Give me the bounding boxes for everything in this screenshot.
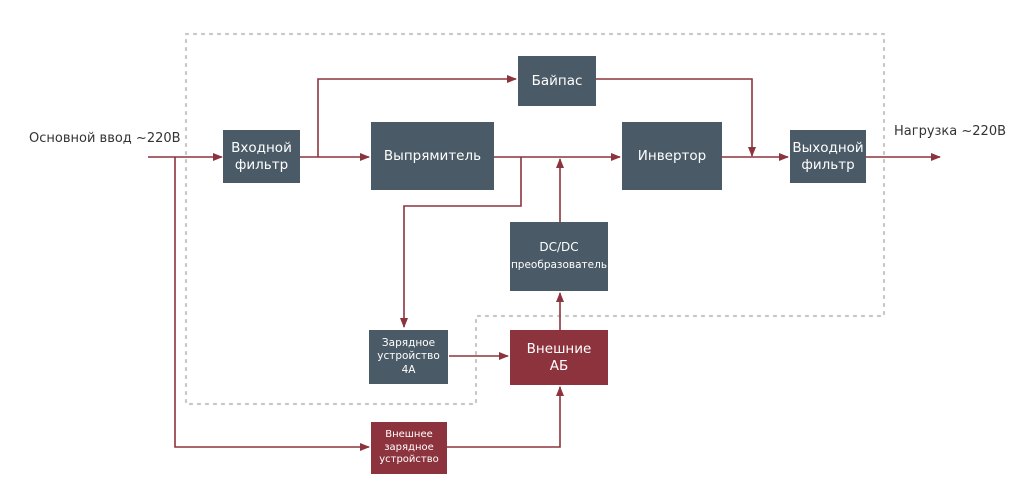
dcdc-converter-block: DC/DC преобразователь [510, 222, 608, 291]
inverter-block: Инвертор [622, 122, 722, 190]
conn-filter-to-bypass [317, 75, 517, 157]
input-label: Основной ввод ~220В [29, 131, 181, 146]
charger-label-line3: 4А [401, 363, 416, 376]
bypass-label: Байпас [531, 72, 583, 89]
external-charger-block: Внешнее зарядное устройство [371, 422, 447, 474]
external-charger-label-line3: устройство [379, 454, 439, 466]
charger-block: Зарядное устройство 4А [369, 330, 448, 384]
bypass-block: Байпас [518, 56, 596, 106]
output-filter-label-line2: фильтр [801, 156, 855, 173]
output-filter-block: Выходной фильтр [790, 130, 866, 183]
external-battery-label-line1: Внешние [526, 340, 592, 357]
output-filter-label-line1: Выходной [792, 139, 864, 156]
conn-ext-charger-to-battery [447, 386, 564, 448]
conn-bypass-to-output [596, 78, 756, 157]
external-battery-block: Внешние АБ [510, 330, 608, 385]
input-filter-label-line2: фильтр [234, 156, 289, 173]
conn-rectifier-to-charger [400, 157, 522, 328]
rectifier-block: Выпрямитель [371, 122, 494, 190]
charger-label-line1: Зарядное [381, 337, 436, 350]
dcdc-label-line1: DC/DC [539, 240, 579, 255]
inverter-label: Инвертор [637, 147, 707, 164]
ups-boundary-frame [184, 32, 886, 406]
external-battery-label-line2: АБ [549, 357, 569, 374]
external-charger-label-line1: Внешнее [385, 429, 433, 441]
conn-input-to-ext-charger [174, 157, 370, 451]
external-charger-label-line2: зарядное [384, 441, 434, 453]
input-filter-block: Входной фильтр [223, 130, 300, 183]
rectifier-label: Выпрямитель [383, 147, 482, 164]
dcdc-label-line2: преобразователь [510, 259, 608, 272]
input-filter-label-line1: Входной [231, 139, 292, 156]
charger-label-line2: устройство [377, 350, 440, 363]
output-label: Нагрузка ~220В [894, 124, 1007, 139]
